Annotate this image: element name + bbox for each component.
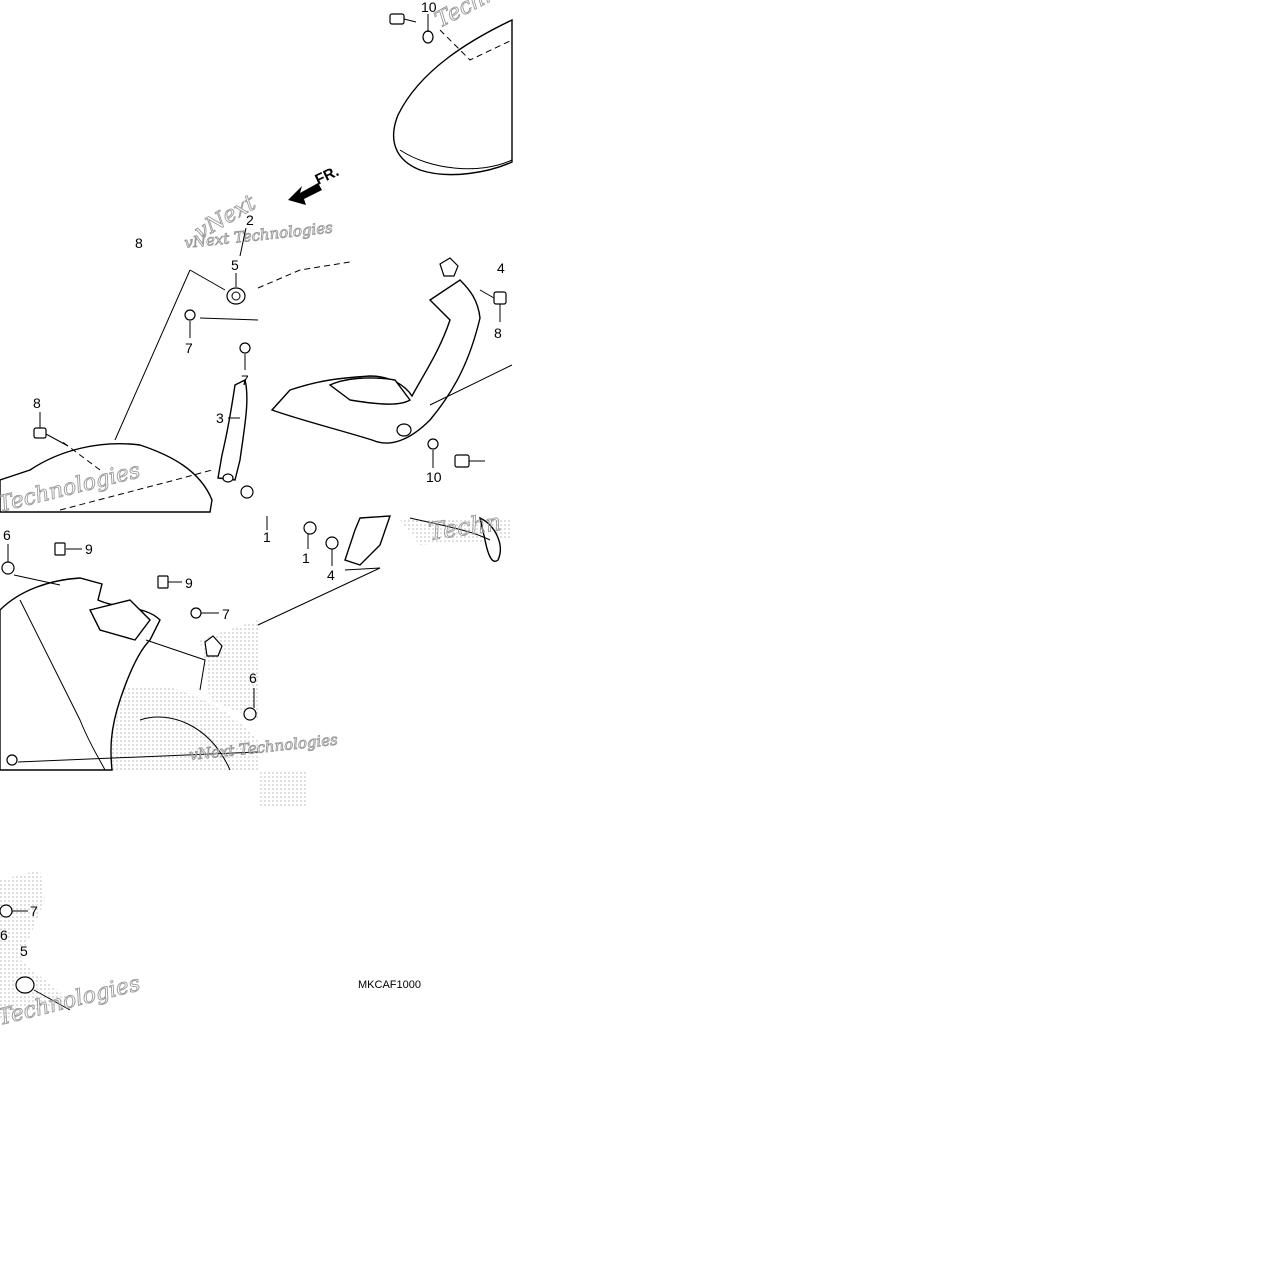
callout-labels: 10 8 2 5 4 7 7 8 3 8 10 6 9 9 1 4 7 6 1 … (0, 0, 505, 959)
nut-4-mid-right (439, 257, 459, 277)
grommet-5-mid (226, 287, 246, 305)
callout-6-lower-right: 6 (249, 670, 257, 686)
callout-7-bottom: 7 (30, 903, 38, 919)
callout-7-lower: 7 (222, 606, 230, 622)
inner-fender-panel (0, 542, 259, 771)
callout-6-lower-left: 6 (3, 527, 11, 543)
callout-7-mid-b: 7 (241, 372, 249, 388)
callout-2: 2 (246, 212, 254, 228)
callout-9-a: 9 (85, 541, 93, 557)
diagram-code: MKCAF1000 (358, 979, 421, 991)
callout-5-mid: 5 (231, 257, 239, 273)
direction-label: FR. (313, 163, 342, 189)
bolt-10-top (389, 13, 434, 44)
callout-5-bottom: 5 (20, 943, 28, 959)
callout-8-top-left: 8 (135, 235, 143, 251)
callout-6-bottom: 6 (0, 927, 8, 943)
svg-text:Techn: Techn (431, 0, 502, 33)
mudguard-strip-panel (257, 515, 512, 626)
bolt-8-mid-right-upper (479, 289, 507, 305)
front-direction-arrow: FR. (288, 163, 342, 205)
callout-1-mid: 1 (263, 529, 271, 545)
callout-8-mid-left: 8 (33, 395, 41, 411)
front-fender-tip-panel (389, 13, 513, 176)
callout-4-mid-right: 4 (497, 260, 505, 276)
side-shroud-panel (257, 257, 513, 468)
callout-4-lower: 4 (327, 567, 335, 583)
callout-10-top: 10 (421, 0, 437, 15)
callout-7-mid-a: 7 (185, 340, 193, 356)
callout-9-b: 9 (185, 575, 193, 591)
fender-body-panel (0, 269, 259, 513)
callout-10-mid-right: 10 (426, 469, 442, 485)
callout-8-mid-right-upper: 8 (494, 325, 502, 341)
callout-1-right: 1 (302, 550, 310, 566)
callout-3: 3 (216, 410, 224, 426)
hatch-fill (258, 770, 306, 806)
bottom-fragment-panel (0, 870, 71, 1020)
